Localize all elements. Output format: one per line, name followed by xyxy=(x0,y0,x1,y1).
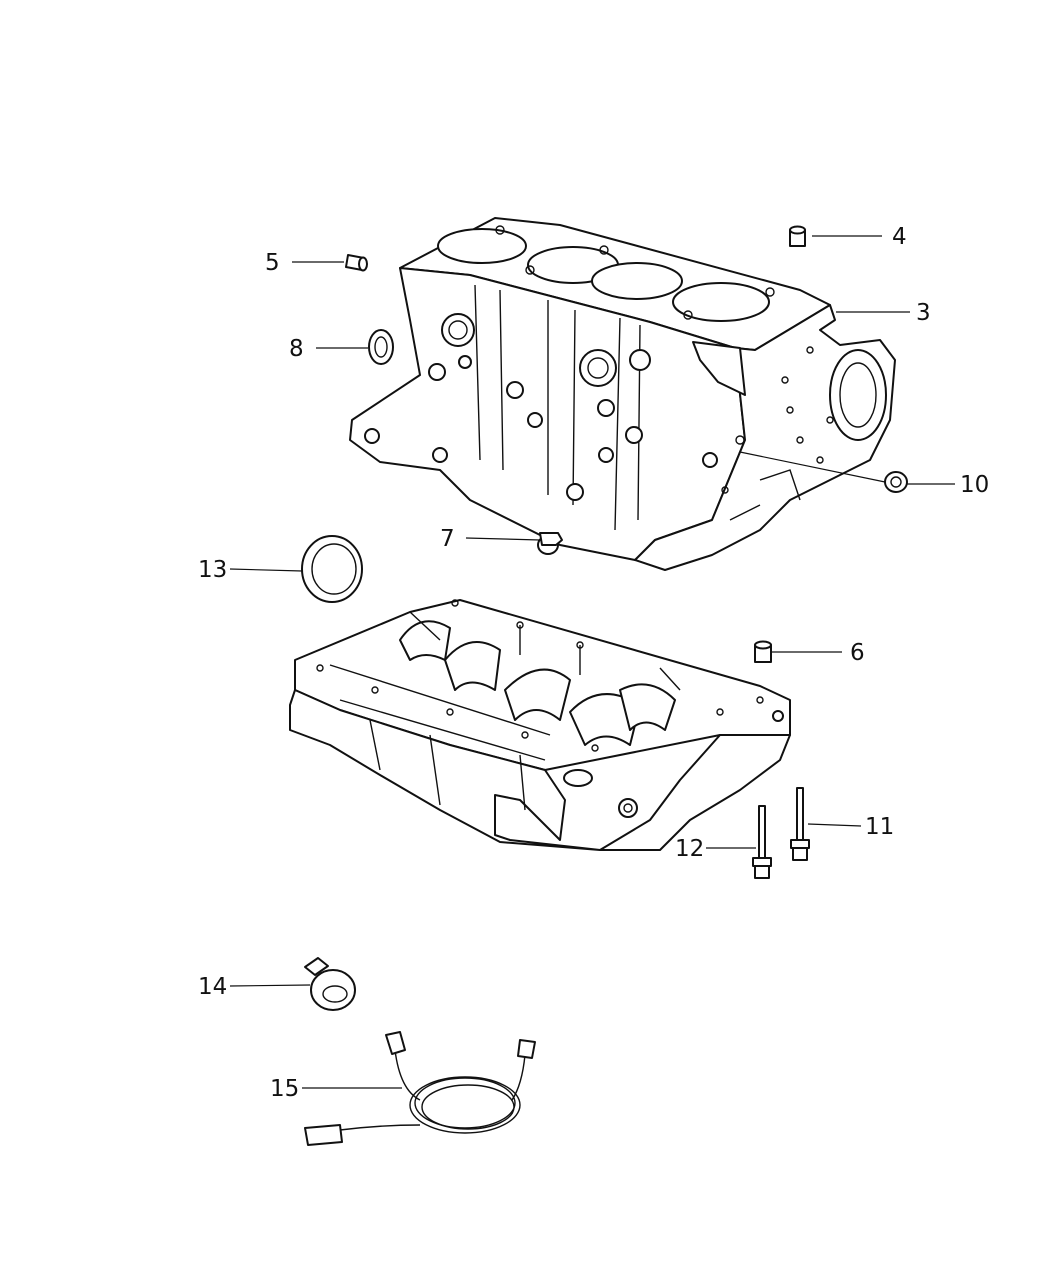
callout-15: 15 xyxy=(270,1076,299,1102)
dowel-pin-4[interactable] xyxy=(789,225,806,247)
callout-7: 7 xyxy=(440,526,455,552)
bolt-12[interactable] xyxy=(752,805,772,879)
callout-14: 14 xyxy=(198,974,227,1000)
callout-6: 6 xyxy=(850,640,865,666)
rear-main-seal-13[interactable] xyxy=(301,535,363,603)
callout-3: 3 xyxy=(916,300,931,326)
heater-cord-15[interactable] xyxy=(304,1031,536,1146)
callout-12: 12 xyxy=(675,836,704,862)
engine-block[interactable] xyxy=(349,217,896,571)
leader-lines xyxy=(229,235,955,1089)
callout-13: 13 xyxy=(198,557,227,583)
seal-ring-8[interactable] xyxy=(368,329,394,365)
callout-8: 8 xyxy=(289,336,304,362)
bolt-11[interactable] xyxy=(790,787,810,861)
block-heater-14[interactable] xyxy=(304,957,356,1011)
dowel-pin-5[interactable] xyxy=(345,254,368,272)
callout-4: 4 xyxy=(892,224,907,250)
callout-11: 11 xyxy=(865,814,894,840)
callout-10: 10 xyxy=(960,472,989,498)
plug-7[interactable] xyxy=(537,532,563,555)
dowel-pin-6[interactable] xyxy=(754,640,772,663)
plug-10[interactable] xyxy=(884,471,908,493)
callout-5: 5 xyxy=(265,250,280,276)
bedplate[interactable] xyxy=(289,599,791,851)
callout-labels: 3 4 5 6 7 8 10 11 12 13 14 15 xyxy=(198,224,989,1102)
